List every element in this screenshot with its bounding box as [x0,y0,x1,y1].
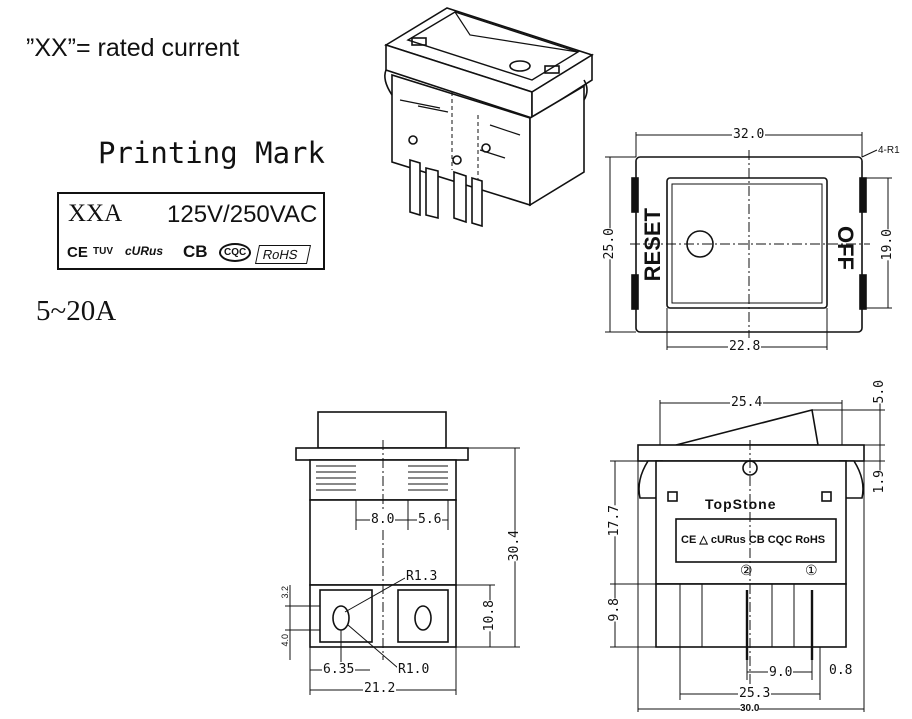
current-range: 5~20A [36,295,117,327]
printing-mark-box: XXA 125V/250VAC CE TUV cURus CB CQC RoHS [57,192,325,270]
pin-1-label: ① [805,562,818,578]
body-height-dim: 17.7 [606,505,623,537]
actuator-height-dim: 5.0 [871,380,888,404]
cert-ul-icon: cURus [125,244,164,258]
cert-cb-icon: CB [183,242,208,261]
pin-height-dim: 9.8 [606,598,623,622]
front-width-dim: 25.4 [730,395,764,410]
radius-bottom-dim: R1.0 [397,662,431,677]
pin-dim-a: 3.2 [280,586,290,599]
pin-spacing-dim: 9.0 [768,665,794,680]
radius-top-dim: R1.3 [405,569,439,584]
total-width-dim: 30.0 [740,703,760,714]
cert-cqc-icon: CQC [219,243,252,262]
pin-offset-dim: 6.35 [322,662,356,677]
total-height-dim: 30.4 [506,530,523,562]
rating-code: XXA [68,200,123,227]
pin-thickness-dim: 0.8 [828,663,854,678]
top-width-dim: 32.0 [732,127,766,142]
front-view-outline [610,380,885,712]
pin-dim-b: 4.0 [280,634,290,647]
front-cert-marks: CE △ cURus CB CQC RoHS [681,534,826,546]
side-view-outline [285,411,520,695]
off-label: OFF [833,226,858,270]
pin-2-label: ② [740,562,753,578]
corner-radius-dim: 4-R1 [878,145,900,156]
brand-label: TopStone [705,496,777,512]
printing-mark-title: Printing Mark [98,136,325,170]
pin-length-dim: 10.8 [481,600,498,632]
rated-current-note: ”XX”= rated current [26,34,240,62]
base-width-dim: 21.2 [363,681,397,696]
cert-rohs-icon: RoHS [254,245,311,264]
pin-span-dim: 25.3 [738,686,772,701]
isometric-switch [384,7,594,228]
cert-tuv-icon: TUV [93,246,113,257]
voltage-rating: 125V/250VAC [167,201,318,228]
window-width-dim: 22.8 [728,339,762,354]
top-height-dim: 25.0 [601,228,618,260]
reset-label: RESET [640,208,665,282]
gap-b-dim: 5.6 [417,512,443,527]
window-height-dim: 19.0 [879,229,896,261]
flange-dim: 1.9 [871,470,888,494]
gap-a-dim: 8.0 [370,512,396,527]
cert-ce-icon: CE [67,244,88,261]
top-view-outline [605,132,892,350]
